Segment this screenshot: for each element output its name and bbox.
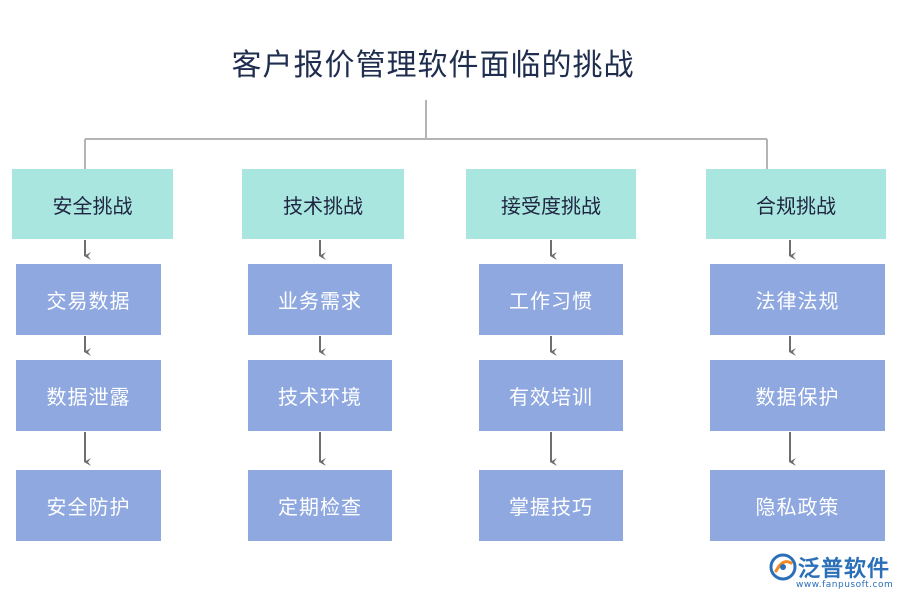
item-label: 数据泄露	[46, 385, 131, 409]
brand-logo: 泛普软件 www.fanpusoft.com	[768, 550, 893, 596]
item-label: 法律法规	[755, 289, 840, 313]
brand-name: 泛普软件	[798, 557, 891, 582]
heading-box-compliance: 合规挑战	[706, 169, 886, 239]
item-box: 法律法规	[710, 264, 885, 335]
item-label: 业务需求	[278, 289, 362, 313]
brand-url: www.fanpusoft.com	[796, 580, 894, 590]
item-label: 技术环境	[278, 385, 362, 409]
item-box: 定期检查	[248, 470, 392, 541]
item-box: 交易数据	[16, 264, 161, 335]
heading-label: 技术挑战	[283, 193, 363, 218]
item-box: 数据保护	[710, 360, 885, 431]
heading-label: 接受度挑战	[501, 193, 601, 218]
item-box: 业务需求	[248, 264, 392, 335]
heading-label: 安全挑战	[52, 193, 133, 218]
item-box: 安全防护	[16, 470, 161, 541]
item-box: 掌握技巧	[479, 470, 623, 541]
item-label: 工作习惯	[509, 289, 593, 313]
item-box: 数据泄露	[16, 360, 161, 431]
item-box: 有效培训	[479, 360, 623, 431]
heading-box-security: 安全挑战	[12, 169, 173, 239]
item-label: 隐私政策	[755, 495, 840, 519]
item-box: 隐私政策	[710, 470, 885, 541]
item-label: 掌握技巧	[509, 495, 593, 519]
item-label: 安全防护	[46, 495, 131, 519]
heading-label: 合规挑战	[756, 193, 836, 218]
item-label: 定期检查	[278, 495, 362, 519]
diagram-title: 客户报价管理软件面临的挑战	[231, 48, 635, 83]
heading-box-acceptance: 接受度挑战	[466, 169, 636, 239]
arrow-layer	[84, 240, 796, 466]
item-label: 交易数据	[46, 289, 131, 313]
heading-box-technology: 技术挑战	[242, 169, 404, 239]
item-box: 技术环境	[248, 360, 392, 431]
item-label: 有效培训	[509, 385, 593, 409]
item-box: 工作习惯	[479, 264, 623, 335]
item-label: 数据保护	[755, 385, 840, 409]
brand-logo-icon	[769, 553, 797, 581]
